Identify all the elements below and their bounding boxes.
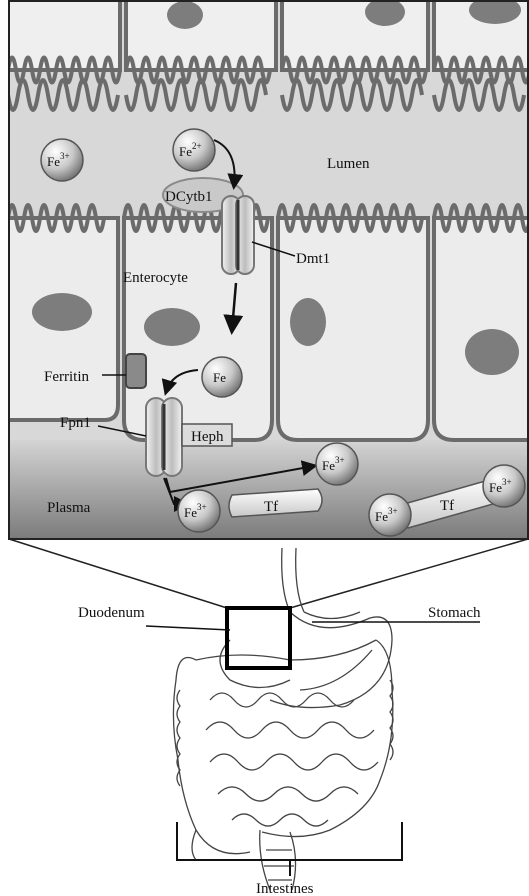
ferritin-label: Ferritin	[44, 369, 89, 385]
lumen-fe2-ion: Fe2+	[173, 129, 215, 171]
duodenum-label: Duodenum	[78, 605, 145, 621]
dmt1-label: Dmt1	[296, 251, 330, 267]
dcytb1-label: DCytb1	[165, 189, 213, 205]
nucleus	[32, 293, 92, 331]
nucleus	[290, 298, 326, 346]
fpn1-channel	[146, 398, 182, 476]
enterocyte-label: Enterocyte	[123, 270, 188, 286]
stomach-label: Stomach	[428, 605, 481, 621]
intestines-bracket	[177, 822, 402, 876]
fpn1-label: Fpn1	[60, 415, 91, 431]
nucleus	[465, 329, 519, 375]
svg-text:Tf: Tf	[264, 499, 278, 515]
duodenum-zoom-box	[227, 608, 290, 668]
nucleus	[167, 1, 203, 29]
svg-text:Tf: Tf	[440, 498, 454, 514]
ferritin-protein	[126, 354, 146, 388]
nucleus	[144, 308, 200, 346]
lumen-label: Lumen	[327, 156, 370, 172]
heph-label: Heph	[191, 429, 224, 445]
intestines-label: Intestines	[256, 881, 314, 896]
dmt1-channel	[222, 196, 254, 274]
lumen-fe3-ion: Fe3+	[41, 139, 83, 181]
lower-cells	[8, 218, 529, 440]
magnified-panel: DCytb1 Dmt1 Fe3+ Fe2+ Lumen Enterocyte F…	[8, 0, 529, 540]
duodenum-leader	[146, 626, 230, 630]
zoom-line-left	[9, 539, 227, 608]
plasma-fe3-ion: Fe3+	[316, 443, 358, 485]
cytosolic-fe-ion: Fe	[202, 357, 242, 397]
zoom-line-right	[290, 539, 528, 608]
plasma-fe3-ion: Fe3+	[178, 490, 220, 532]
plasma-label: Plasma	[47, 500, 91, 516]
gi-tract-illustration	[173, 548, 393, 890]
svg-text:Fe: Fe	[213, 370, 226, 385]
